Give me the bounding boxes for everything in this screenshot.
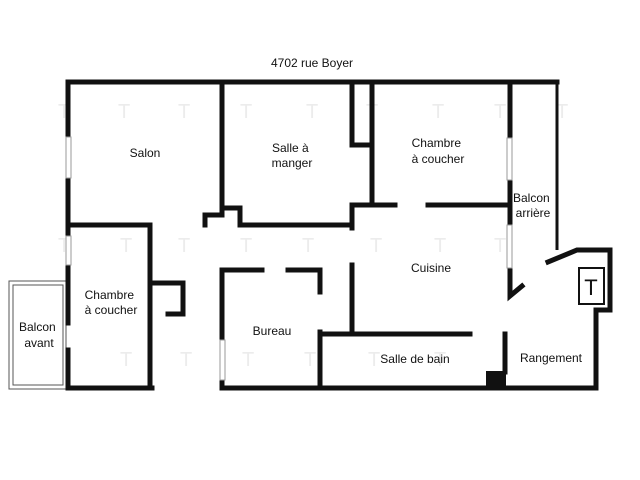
room-label-chambre-avant: Chambre à coucher bbox=[85, 288, 138, 317]
watermark-mark: T bbox=[434, 349, 446, 371]
wall-dining-bedroom-top bbox=[349, 79, 375, 148]
watermark-mark: T bbox=[368, 349, 380, 371]
plan-title: 4702 rue Boyer bbox=[271, 56, 353, 70]
room-label-line: manger bbox=[272, 156, 313, 170]
balcony-front-railing-inner bbox=[12, 284, 64, 386]
wall-column bbox=[486, 371, 506, 388]
room-label-rangement: Rangement bbox=[520, 351, 583, 365]
room-label-line: Salle à bbox=[272, 141, 309, 155]
wall-bottom-right bbox=[507, 247, 613, 391]
room-label-line: arrière bbox=[516, 206, 551, 220]
window-bedroom-rear bbox=[506, 137, 513, 181]
balcony-front-railing bbox=[8, 280, 67, 390]
window-bedroom-front bbox=[65, 235, 72, 266]
room-label-line: à coucher bbox=[412, 152, 465, 166]
room-label-line: Chambre bbox=[85, 288, 135, 302]
room-label-balcon-avant: Balcon avant bbox=[19, 320, 59, 350]
window-office bbox=[219, 339, 226, 381]
room-label-chambre-arriere: Chambre à coucher bbox=[412, 136, 465, 166]
watermark-mark: T bbox=[304, 349, 316, 371]
interior-walls bbox=[65, 79, 526, 391]
balcony-front bbox=[8, 280, 67, 390]
room-label-bureau: Bureau bbox=[253, 324, 292, 338]
wall-left-bottom bbox=[65, 347, 155, 391]
watermark-mark: T bbox=[432, 101, 444, 123]
watermark-mark: T bbox=[302, 235, 314, 257]
room-label-balcon-arriere: Balcon arrière bbox=[513, 191, 553, 220]
watermark-mark: T bbox=[240, 235, 252, 257]
watermark-mark: T bbox=[180, 349, 192, 371]
wall-hall-nook bbox=[147, 280, 186, 317]
watermark-mark: T bbox=[306, 101, 318, 123]
brand-logo: T bbox=[578, 267, 605, 305]
watermark-mark: T bbox=[178, 235, 190, 257]
watermark-mark: T bbox=[556, 101, 568, 123]
watermark-mark: T bbox=[494, 235, 506, 257]
watermark-mark: T bbox=[494, 101, 506, 123]
room-labels: Salon Salle à manger Chambre à coucher B… bbox=[19, 136, 583, 366]
room-label-salle-a-manger: Salle à manger bbox=[272, 141, 313, 170]
watermark-mark: T bbox=[242, 349, 254, 371]
wall-dining-bottom bbox=[202, 205, 355, 228]
room-label-cuisine: Cuisine bbox=[411, 261, 451, 275]
window-salon bbox=[65, 136, 72, 179]
watermark-mark: T bbox=[120, 349, 132, 371]
brand-logo-frame bbox=[578, 267, 605, 305]
watermark-mark: T bbox=[118, 101, 130, 123]
watermark-mark: T bbox=[240, 101, 252, 123]
watermark-mark: T bbox=[120, 235, 132, 257]
room-label-line: Chambre bbox=[412, 136, 462, 150]
windows bbox=[65, 136, 513, 381]
room-label-line: à coucher bbox=[85, 303, 138, 317]
watermark-mark: T bbox=[434, 235, 446, 257]
watermark-mark: T bbox=[370, 235, 382, 257]
wall-kitchen-storage bbox=[507, 265, 526, 302]
room-label-line: avant bbox=[24, 336, 54, 350]
watermark-pattern: T T T T T T T T T T T T T T T T T T T T … bbox=[58, 101, 568, 371]
room-label-salle-de-bain: Salle de bain bbox=[380, 352, 449, 366]
brand-logo-letter: T bbox=[584, 275, 597, 300]
window-kitchen bbox=[506, 224, 513, 269]
room-label-line: Balcon bbox=[513, 191, 550, 205]
room-label-line: Balcon bbox=[19, 320, 56, 334]
watermark-mark: T bbox=[178, 101, 190, 123]
room-label-salon: Salon bbox=[130, 146, 161, 160]
